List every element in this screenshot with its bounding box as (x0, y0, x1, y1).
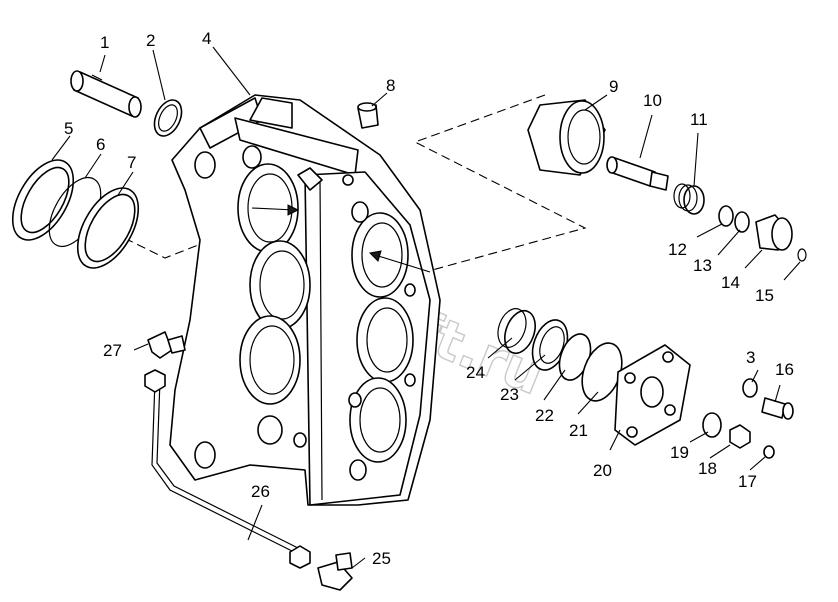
callout-7: 7 (127, 153, 136, 172)
callout-3: 3 (746, 348, 755, 367)
callout-9: 9 (609, 77, 618, 96)
part-11-spring (673, 183, 705, 215)
part-18-nut (729, 424, 751, 449)
callout-14: 14 (721, 273, 740, 292)
callout-17: 17 (738, 472, 757, 491)
part-3-washer (742, 378, 758, 398)
callout-4: 4 (202, 29, 211, 48)
callout-13: 13 (693, 256, 712, 275)
part-9-piston (527, 99, 606, 176)
callout-11: 11 (690, 110, 708, 129)
part-25-elbow (317, 552, 353, 591)
callout-19: 19 (670, 443, 689, 462)
callout-12: 12 (668, 240, 687, 259)
callout-16: 16 (775, 360, 794, 379)
part-27-elbow (147, 331, 186, 359)
part-20-cover (614, 344, 691, 446)
callout-26: 26 (251, 482, 270, 501)
part-24-spring (497, 308, 536, 355)
leader-lines (51, 46, 801, 569)
callout-2: 2 (146, 31, 155, 50)
callout-25: 25 (372, 549, 391, 568)
part-5-seal (11, 159, 75, 241)
callout-27: 27 (103, 341, 122, 360)
callout-23: 23 (500, 385, 519, 404)
part-7-seal (76, 187, 140, 269)
part-15-oring (797, 248, 807, 262)
part-2-ring (153, 99, 183, 137)
part-17-screw (763, 445, 775, 459)
part-16-bolt (761, 397, 794, 420)
part-10-screw (606, 156, 669, 191)
part-13-washer (734, 211, 750, 233)
callout-24: 24 (466, 363, 485, 382)
part-12-washer (718, 205, 734, 227)
callout-5: 5 (64, 119, 73, 138)
callout-21: 21 (569, 421, 588, 440)
callout-8: 8 (386, 76, 395, 95)
part-19-washer (702, 412, 722, 438)
part-8-plug (357, 102, 379, 129)
callout-labels: 1 2 3 4 5 6 7 8 9 10 11 12 13 14 15 16 1… (64, 29, 794, 568)
caliper-housing (169, 94, 441, 506)
callout-10: 10 (643, 91, 662, 110)
callout-18: 18 (698, 459, 717, 478)
part-14-cap (755, 214, 793, 251)
callout-15: 15 (755, 286, 774, 305)
callout-6: 6 (96, 135, 105, 154)
callout-20: 20 (593, 461, 612, 480)
assembly-line-right (413, 94, 587, 273)
part-1-pin (70, 70, 142, 118)
callout-1: 1 (100, 33, 109, 52)
part-26-pipe (144, 369, 311, 569)
callout-22: 22 (535, 406, 554, 425)
